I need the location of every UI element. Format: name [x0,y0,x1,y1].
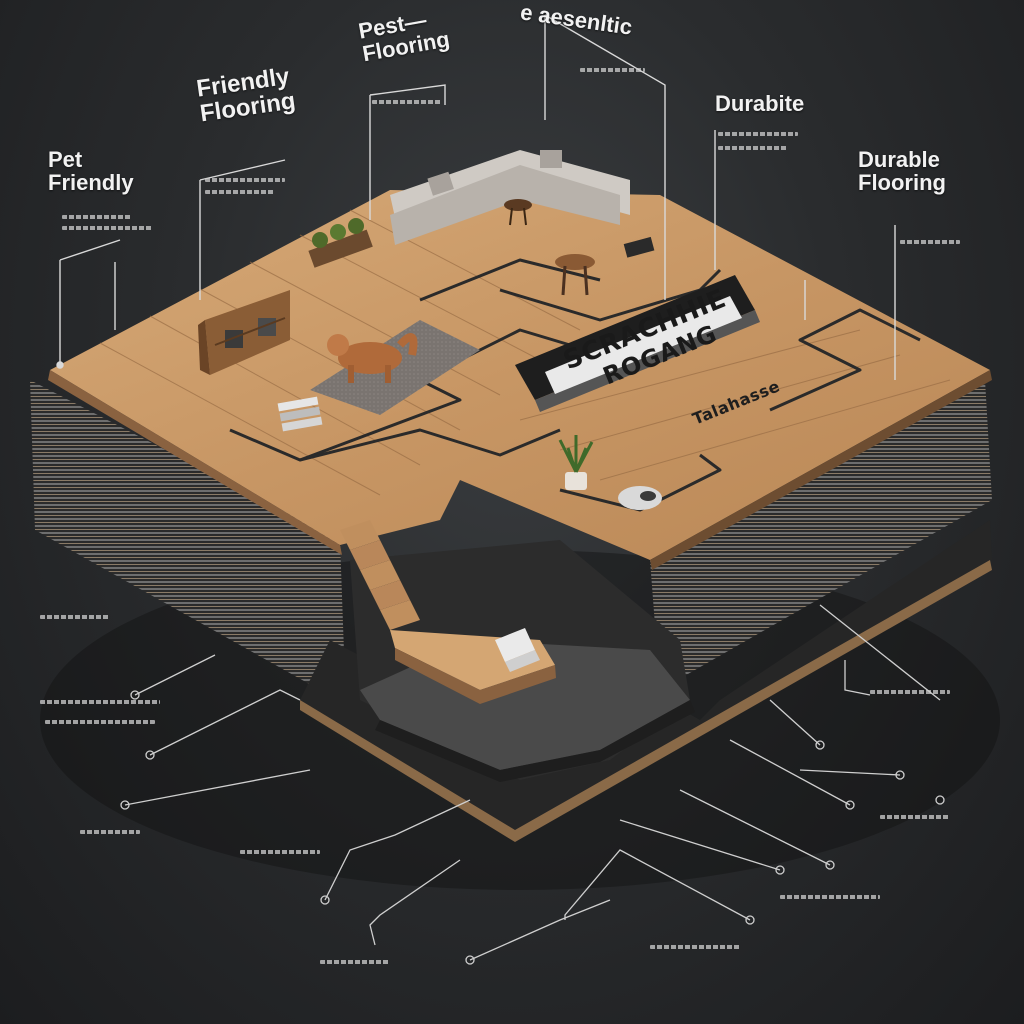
callout-durable-flooring: Durable Flooring [858,147,946,196]
wood-floor-top [50,190,990,560]
bottom-label-placeholder [240,850,320,854]
scratch-sign [515,275,760,412]
callout-subtext [62,226,152,230]
wood-floor-edge-right [650,370,992,570]
callout-subtext [580,68,645,72]
open-book-icon [495,628,540,672]
bottom-label-placeholder [80,830,140,834]
callout-subtext [718,146,788,150]
dog-icon [327,333,418,383]
pit-underlay-dark [375,700,695,782]
laptop-icon [623,236,655,258]
right-layer-stack [650,380,992,690]
wood-floor-edge-left [48,370,342,555]
planter-icon [308,218,373,268]
bottom-label-placeholder [40,615,110,619]
bottom-label-placeholder [650,945,740,949]
books-icon [277,396,323,432]
bottom-label-placeholder [40,700,160,704]
bottom-label-placeholder [870,690,950,694]
callout-lines-top [56,14,896,380]
table-icon [504,199,532,226]
bottom-label-placeholder [780,895,880,899]
bottom-label-placeholder [45,720,155,724]
callout-subtext [718,132,798,136]
plant-icon [558,435,594,490]
bottom-label-placeholder [320,960,390,964]
shelf-icon [198,290,290,375]
callout-subtext [205,190,275,194]
callout-subtext [900,240,960,244]
callout-subtext [62,215,132,219]
speaker-icon [618,486,662,510]
bottom-label-placeholder [880,815,950,819]
callout-subtext [372,100,442,104]
room-outline [229,258,921,512]
callout-pet-friendly: Pet Friendly [48,147,134,196]
callout-subtext [205,178,285,182]
side-table-icon [555,254,595,296]
callout-durabite: Durabite [715,91,805,116]
callout-lines-bottom [120,604,945,965]
left-layer-stack [30,380,345,690]
